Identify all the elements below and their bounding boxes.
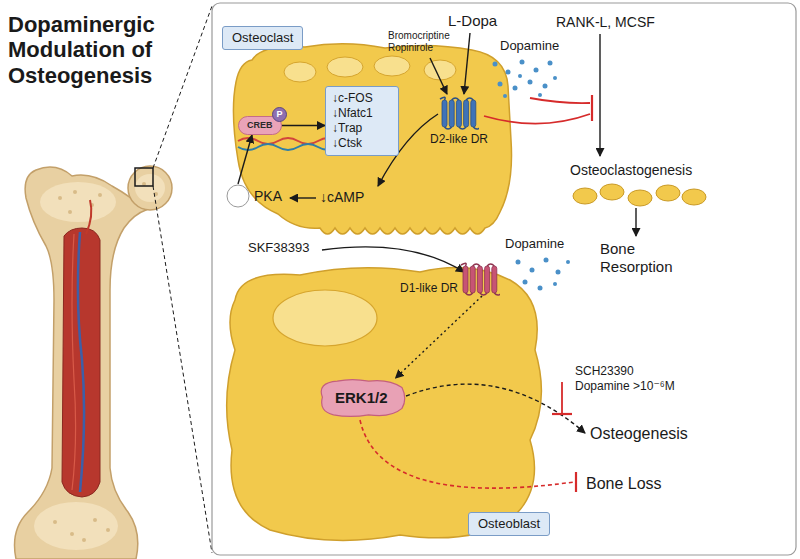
receptor: D2-like DR	[430, 96, 488, 147]
arrow	[322, 247, 464, 272]
node-text: PKA	[254, 188, 282, 205]
node-text: D2-like DR	[430, 132, 488, 147]
receptor-symbol	[439, 96, 479, 130]
inhibition-bar	[575, 472, 577, 492]
annotation-label: Osteoclastogenesis	[570, 162, 692, 179]
zoom-line	[153, 186, 212, 553]
osteoblast-nucleus	[273, 290, 377, 346]
connector-arrow	[238, 135, 252, 184]
annotation-label: SCH23390	[575, 364, 634, 378]
node-text: ↓c-FOS ↓Nfatc1 ↓Trap ↓Ctsk	[332, 91, 392, 151]
femur-bone	[15, 166, 173, 559]
inhibition-line	[530, 98, 590, 103]
connector-arrow	[396, 296, 482, 378]
femoral-head	[128, 166, 172, 210]
zoom-line	[153, 6, 212, 168]
node-text: ERK1/2	[335, 389, 388, 407]
annotation-label: RANK-L, MCSF	[556, 14, 655, 31]
node-text: D1-like DR	[400, 281, 458, 296]
annotation-label: Dopamine	[505, 236, 564, 252]
kinase-symbol	[226, 184, 250, 208]
connector-arrow	[282, 125, 325, 126]
dna-strand	[238, 138, 338, 144]
blood-vessel	[78, 232, 84, 492]
blood-vessel	[72, 234, 76, 490]
blood-vessel	[86, 200, 91, 234]
inhibition-line	[484, 114, 590, 124]
cell-name-box: Osteoclast	[222, 26, 303, 50]
annotation-label: Bone Resorption	[600, 240, 695, 276]
annotation-label: L-Dopa	[448, 12, 497, 30]
spongy-bone	[40, 182, 116, 222]
node-text: CREB	[247, 120, 273, 131]
dna-strand	[238, 144, 338, 150]
zoom-panel	[212, 3, 796, 555]
inhibition-bar	[591, 95, 593, 121]
annotation-label: Dopamine	[500, 38, 559, 54]
diagram-title: Dopaminergic Modulation of Osteogenesis	[8, 12, 176, 88]
dashed-arrow	[406, 384, 585, 433]
osteoblast-cell	[227, 268, 542, 541]
arrow	[430, 58, 447, 94]
gene-box: ↓c-FOS ↓Nfatc1 ↓Trap ↓Ctsk	[325, 86, 399, 156]
annotation-label: Osteogenesis	[590, 424, 688, 443]
zoom-square	[135, 168, 153, 186]
dopamine-dots	[493, 60, 558, 99]
dopamine-dots	[516, 258, 571, 291]
annotation-label: Dopamine >10⁻⁶M	[575, 379, 675, 393]
spongy-bone	[135, 174, 165, 202]
receptor: D1-like DR	[400, 262, 500, 296]
arrow	[635, 208, 636, 236]
annotation-label: SKF38393	[248, 240, 309, 256]
annotation-label: Bone Loss	[586, 474, 662, 493]
annotation-label: Bromocriptine Ropinirole	[388, 30, 460, 54]
annotation-label: ↓cAMP	[320, 189, 364, 206]
node-text: P	[276, 110, 282, 119]
osteoclast-cells	[573, 184, 706, 206]
cell-name-box: Osteoblast	[468, 512, 550, 536]
bone-outline	[15, 167, 147, 559]
trabecular-dots	[53, 182, 158, 542]
kinase-blob: ERK1/2	[315, 378, 408, 418]
node-text: Osteoblast	[478, 516, 540, 532]
inhibition-line	[360, 420, 574, 488]
spongy-bone	[34, 502, 118, 550]
kinase-circle: PKA	[226, 184, 282, 208]
osteoclast-cell	[233, 44, 511, 234]
arrow	[290, 197, 316, 198]
node-text: Osteoclast	[232, 30, 293, 46]
arrow	[599, 34, 600, 156]
phosphate-circle: P	[272, 107, 287, 122]
marrow-cavity	[62, 228, 100, 497]
inhibition-line	[561, 382, 563, 414]
inhibition-bar	[552, 413, 572, 415]
receptor-symbol	[460, 262, 500, 296]
arrow	[464, 33, 470, 94]
